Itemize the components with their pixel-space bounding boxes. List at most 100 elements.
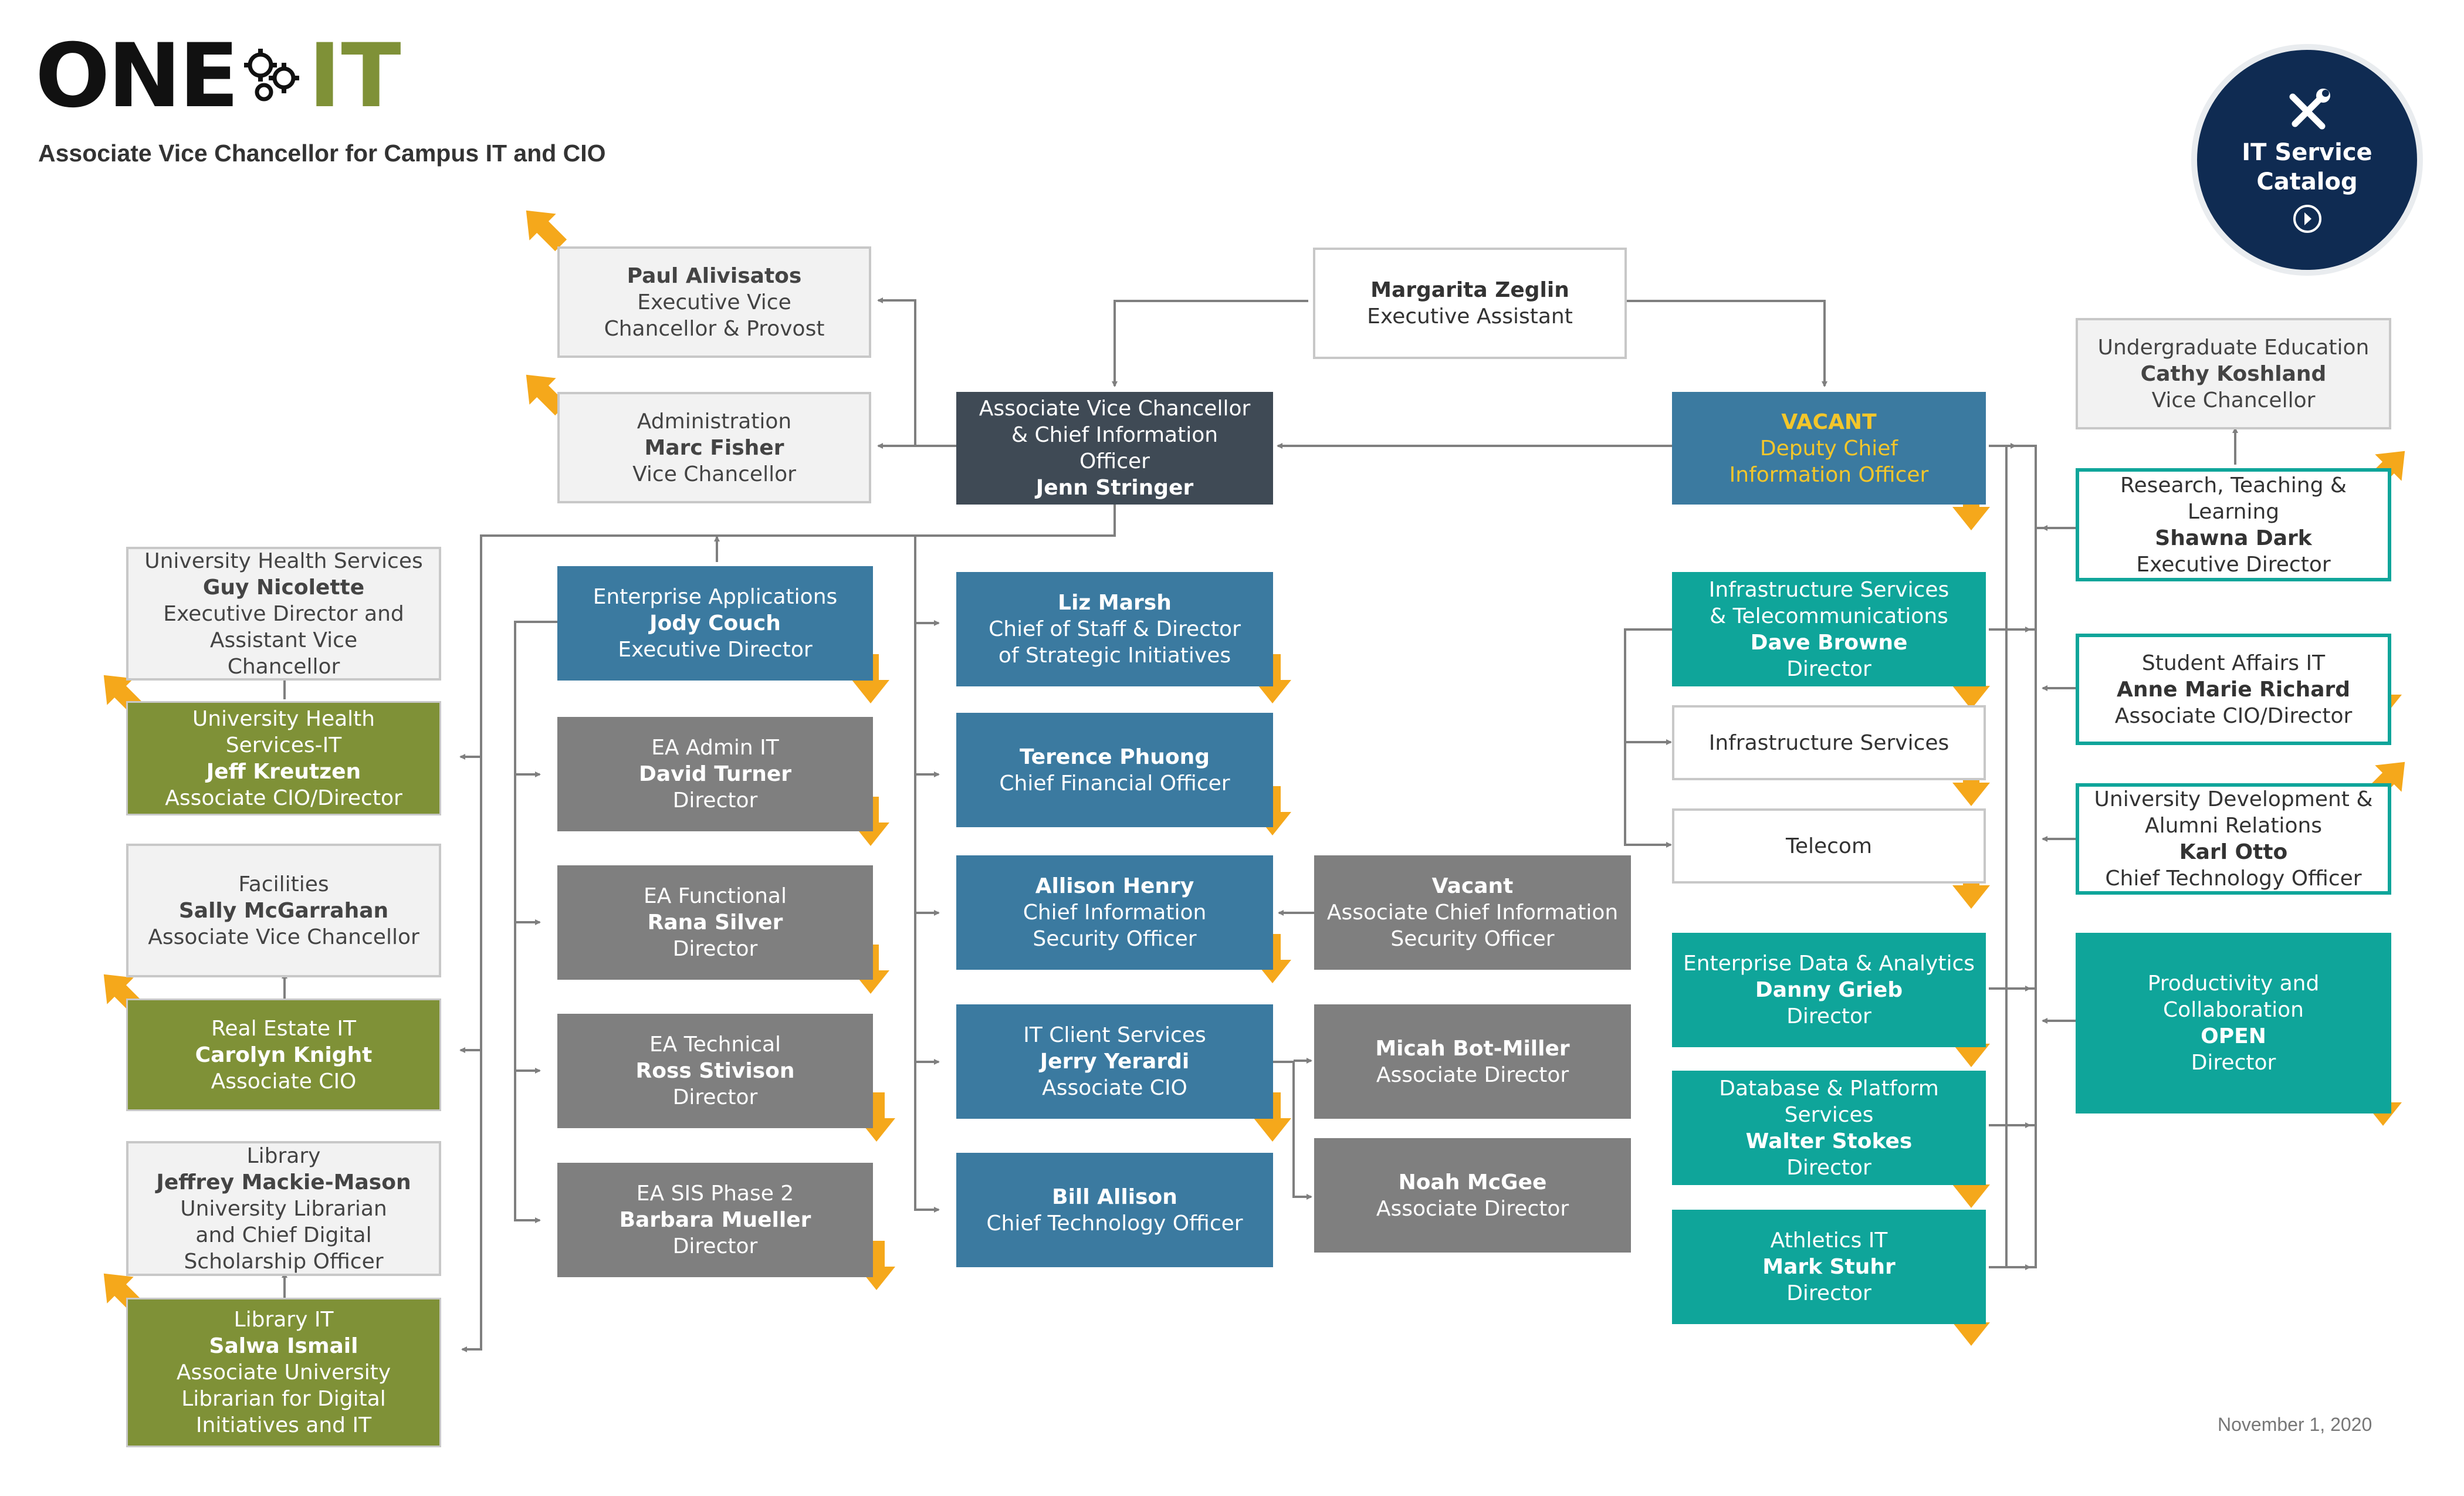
dept-otto: University Development & Alumni Relation… xyxy=(2094,787,2373,838)
box-deputy-cio: VACANT Deputy Chief Information Officer xyxy=(1672,392,1986,505)
dept-yerardi: IT Client Services xyxy=(1023,1023,1206,1047)
name-marsh: Liz Marsh xyxy=(1058,591,1172,615)
box-koshland: Undergraduate Education Cathy Koshland V… xyxy=(2076,318,2391,429)
dept-couch: Enterprise Applications xyxy=(593,585,838,609)
name-otto: Karl Otto xyxy=(2179,840,2288,864)
name-botmiller: Micah Bot-Miller xyxy=(1375,1036,1570,1061)
service-catalog-label: IT Service Catalog xyxy=(2242,138,2372,195)
title-dark: Executive Director xyxy=(2136,552,2331,577)
box-botmiller: Micah Bot-Miller Associate Director xyxy=(1314,1004,1631,1119)
title-marsh: Chief of Staff & Director of Strategic I… xyxy=(989,617,1241,668)
oneit-logo: ONE IT xyxy=(35,32,401,120)
title-kreutzen: Associate CIO/Director xyxy=(165,786,402,810)
box-grieb: Enterprise Data & Analytics Danny Grieb … xyxy=(1672,933,1986,1047)
title-otto: Chief Technology Officer xyxy=(2105,867,2362,891)
name-turner: David Turner xyxy=(638,762,792,786)
box-henry: Allison Henry Chief Information Security… xyxy=(956,855,1273,970)
gears-icon xyxy=(243,49,299,101)
dept-nicolette: University Health Services xyxy=(144,549,423,573)
name-zeglin: Margarita Zeglin xyxy=(1370,278,1569,302)
name-silver: Rana Silver xyxy=(647,911,783,935)
box-silver: EA Functional Rana Silver Director xyxy=(557,865,873,980)
name-stokes: Walter Stokes xyxy=(1745,1129,1913,1153)
box-knight: Real Estate IT Carolyn Knight Associate … xyxy=(126,999,441,1111)
title-couch: Executive Director xyxy=(618,638,813,662)
box-fisher: Administration Marc Fisher Vice Chancell… xyxy=(557,392,871,503)
title-koshland: Vice Chancellor xyxy=(2151,388,2316,412)
title-silver: Director xyxy=(672,937,758,961)
box-otto: University Development & Alumni Relation… xyxy=(2076,783,2391,895)
name-fisher: Marc Fisher xyxy=(644,435,784,460)
dept-mueller: EA SIS Phase 2 xyxy=(636,1182,794,1206)
box-kreutzen: University Health Services-IT Jeff Kreut… xyxy=(126,701,441,815)
dept-kreutzen: University Health Services-IT xyxy=(192,706,375,757)
title-ismail: Associate University Librarian for Digit… xyxy=(176,1360,391,1437)
name-browne: Dave Browne xyxy=(1750,630,1908,655)
name-stringer: Jenn Stringer xyxy=(1035,476,1194,500)
dept-knight: Real Estate IT xyxy=(211,1016,357,1041)
box-alivisatos: Paul Alivisatos Executive Vice Chancello… xyxy=(557,246,871,358)
tools-icon xyxy=(2289,88,2330,129)
title-deputy: Deputy Chief Information Officer xyxy=(1729,436,1929,487)
title-yerardi: Associate CIO xyxy=(1042,1076,1187,1100)
dept-stivison: EA Technical xyxy=(649,1033,781,1057)
box-mackiemason: Library Jeffrey Mackie-Mason University … xyxy=(126,1141,441,1276)
dept-infra: Infrastructure Services xyxy=(1708,730,1949,755)
title-mueller: Director xyxy=(672,1234,758,1258)
name-yerardi: Jerry Yerardi xyxy=(1040,1050,1190,1074)
title-productivity: Director xyxy=(2191,1051,2276,1075)
box-stivison: EA Technical Ross Stivison Director xyxy=(557,1014,873,1128)
box-marsh: Liz Marsh Chief of Staff & Director of S… xyxy=(956,572,1273,686)
down-arrow-icon xyxy=(1952,859,1990,909)
dept-productivity: Productivity and Collaboration xyxy=(2147,972,2320,1022)
title-knight: Associate CIO xyxy=(211,1069,357,1094)
title-botmiller: Associate Director xyxy=(1376,1062,1569,1087)
name-grieb: Danny Grieb xyxy=(1755,978,1903,1002)
dept-fisher: Administration xyxy=(637,409,792,434)
down-arrow-icon xyxy=(858,1241,895,1290)
name-productivity: OPEN xyxy=(2201,1024,2266,1048)
box-cio-stringer: Associate Vice Chancellor & Chief Inform… xyxy=(956,392,1273,505)
title-nicolette: Executive Director and Assistant Vice Ch… xyxy=(163,601,404,679)
logo-one-text: ONE xyxy=(35,25,239,127)
name-alivisatos: Paul Alivisatos xyxy=(627,263,802,288)
dept-dark: Research, Teaching & Learning xyxy=(2120,473,2347,524)
title-mackiemason: University Librarian and Chief Digital S… xyxy=(180,1196,387,1274)
up-left-arrow-icon xyxy=(526,210,567,252)
dept-mcgarrahan: Facilities xyxy=(238,872,329,896)
title-grieb: Director xyxy=(1786,1004,1871,1028)
box-stuhr: Athletics IT Mark Stuhr Director xyxy=(1672,1210,1986,1324)
up-left-arrow-icon xyxy=(526,374,567,416)
box-mueller: EA SIS Phase 2 Barbara Mueller Director xyxy=(557,1163,873,1277)
box-zeglin: Margarita Zeglin Executive Assistant xyxy=(1313,248,1627,359)
name-richard: Anne Marie Richard xyxy=(2116,677,2351,702)
down-arrow-icon xyxy=(1952,481,1990,530)
title-richard: Associate CIO/Director xyxy=(2114,703,2353,728)
title-fisher: Vice Chancellor xyxy=(632,462,796,486)
box-telecom: Telecom xyxy=(1672,808,1986,884)
box-browne: Infrastructure Services & Telecommunicat… xyxy=(1672,572,1986,686)
it-service-catalog-button[interactable]: IT Service Catalog xyxy=(2191,44,2423,276)
dept-richard: Student Affairs IT xyxy=(2141,651,2326,675)
name-mcgee: Noah McGee xyxy=(1398,1170,1547,1194)
box-mcgee: Noah McGee Associate Director xyxy=(1314,1138,1631,1253)
box-couch: Enterprise Applications Jody Couch Execu… xyxy=(557,566,873,681)
dept-turner: EA Admin IT xyxy=(651,736,779,760)
chevron-right-circle-icon xyxy=(2293,204,2321,233)
down-arrow-icon xyxy=(1952,757,1990,806)
name-mackiemason: Jeffrey Mackie-Mason xyxy=(156,1170,411,1194)
title-turner: Director xyxy=(672,788,758,813)
date-stamp: November 1, 2020 xyxy=(2218,1414,2372,1435)
title-stringer: Associate Vice Chancellor & Chief Inform… xyxy=(979,397,1251,473)
box-mcgarrahan: Facilities Sally McGarrahan Associate Vi… xyxy=(126,844,441,977)
box-richard: Student Affairs IT Anne Marie Richard As… xyxy=(2076,634,2391,745)
box-phuong: Terence Phuong Chief Financial Officer xyxy=(956,713,1273,827)
title-stokes: Director xyxy=(1786,1155,1871,1180)
title-alivisatos: Executive Vice Chancellor & Provost xyxy=(604,290,825,341)
name-dark: Shawna Dark xyxy=(2155,526,2312,550)
name-stuhr: Mark Stuhr xyxy=(1762,1255,1896,1279)
box-infrastructure-services: Infrastructure Services xyxy=(1672,705,1986,780)
box-turner: EA Admin IT David Turner Director xyxy=(557,717,873,831)
name-ismail: Salwa Ismail xyxy=(209,1334,358,1358)
